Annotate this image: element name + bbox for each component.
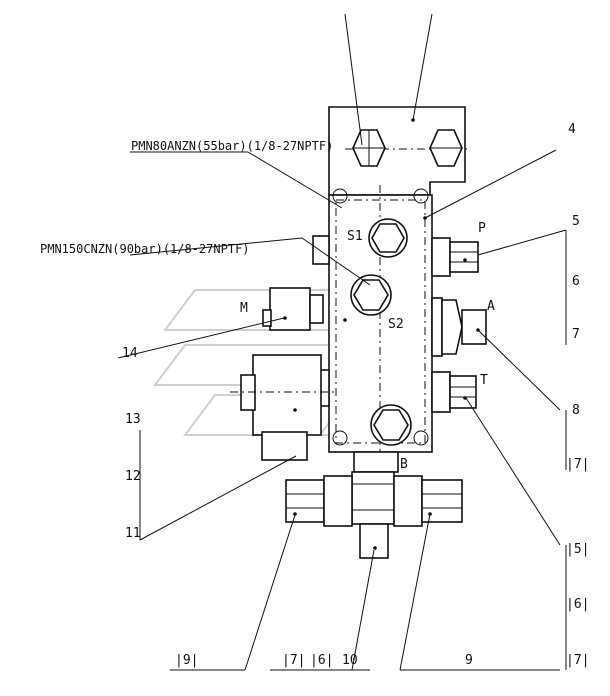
callout-17-bottom: |7| — [282, 653, 305, 668]
port-s2-plug — [350, 274, 392, 316]
left-port-stub — [312, 235, 330, 265]
port-s1-plug — [368, 218, 408, 258]
callout-16: |6| — [566, 597, 589, 612]
callout-9: 9 — [465, 653, 473, 668]
left-tee-fitting — [285, 475, 353, 527]
solenoid-coil — [230, 354, 338, 461]
port-b-label: B — [400, 457, 408, 472]
port-a-fitting — [431, 297, 487, 357]
callout-17-right: |7| — [566, 457, 589, 472]
top-bolt-right — [429, 129, 463, 167]
callout-4: 4 — [568, 122, 576, 137]
pressure-switch-m — [262, 287, 324, 331]
lower-plug — [370, 404, 412, 446]
callout-12: 12 — [125, 469, 141, 484]
port-t-fitting — [431, 371, 477, 413]
callout-6-right: 6 — [572, 274, 580, 289]
callout-15: |5| — [566, 542, 589, 557]
port-m-label: M — [240, 301, 248, 316]
right-tee-fitting — [393, 475, 463, 527]
port-p-label: P — [478, 221, 486, 236]
pressure-switch-2-note: PMN150CNZN(90bar)(1/8-27NPTF) — [40, 242, 250, 256]
port-p-fitting — [431, 237, 479, 277]
top-bolt-left — [352, 129, 386, 167]
port-s2-label: S2 — [388, 317, 404, 332]
callout-13: 13 — [125, 412, 141, 427]
callout-17-bottom-right: |7| — [566, 653, 589, 668]
port-s1-label: S1 — [347, 229, 363, 244]
port-t-label: T — [480, 373, 488, 388]
pressure-switch-1-note: PMN80ANZN(55bar)(1/8-27NPTF) — [131, 139, 333, 153]
callout-6-bottom: |6| — [310, 653, 333, 668]
leader-lines — [117, 13, 567, 671]
port-a-label: A — [487, 299, 495, 314]
callout-8: 8 — [572, 403, 580, 418]
callout-10: 10 — [342, 653, 358, 668]
callout-14: 14 — [122, 346, 138, 361]
port-b-fitting — [351, 451, 399, 559]
callout-11: 11 — [125, 526, 141, 541]
callout-19: |9| — [175, 653, 198, 668]
callout-7-right: 7 — [572, 327, 580, 342]
callout-5: 5 — [572, 214, 580, 229]
